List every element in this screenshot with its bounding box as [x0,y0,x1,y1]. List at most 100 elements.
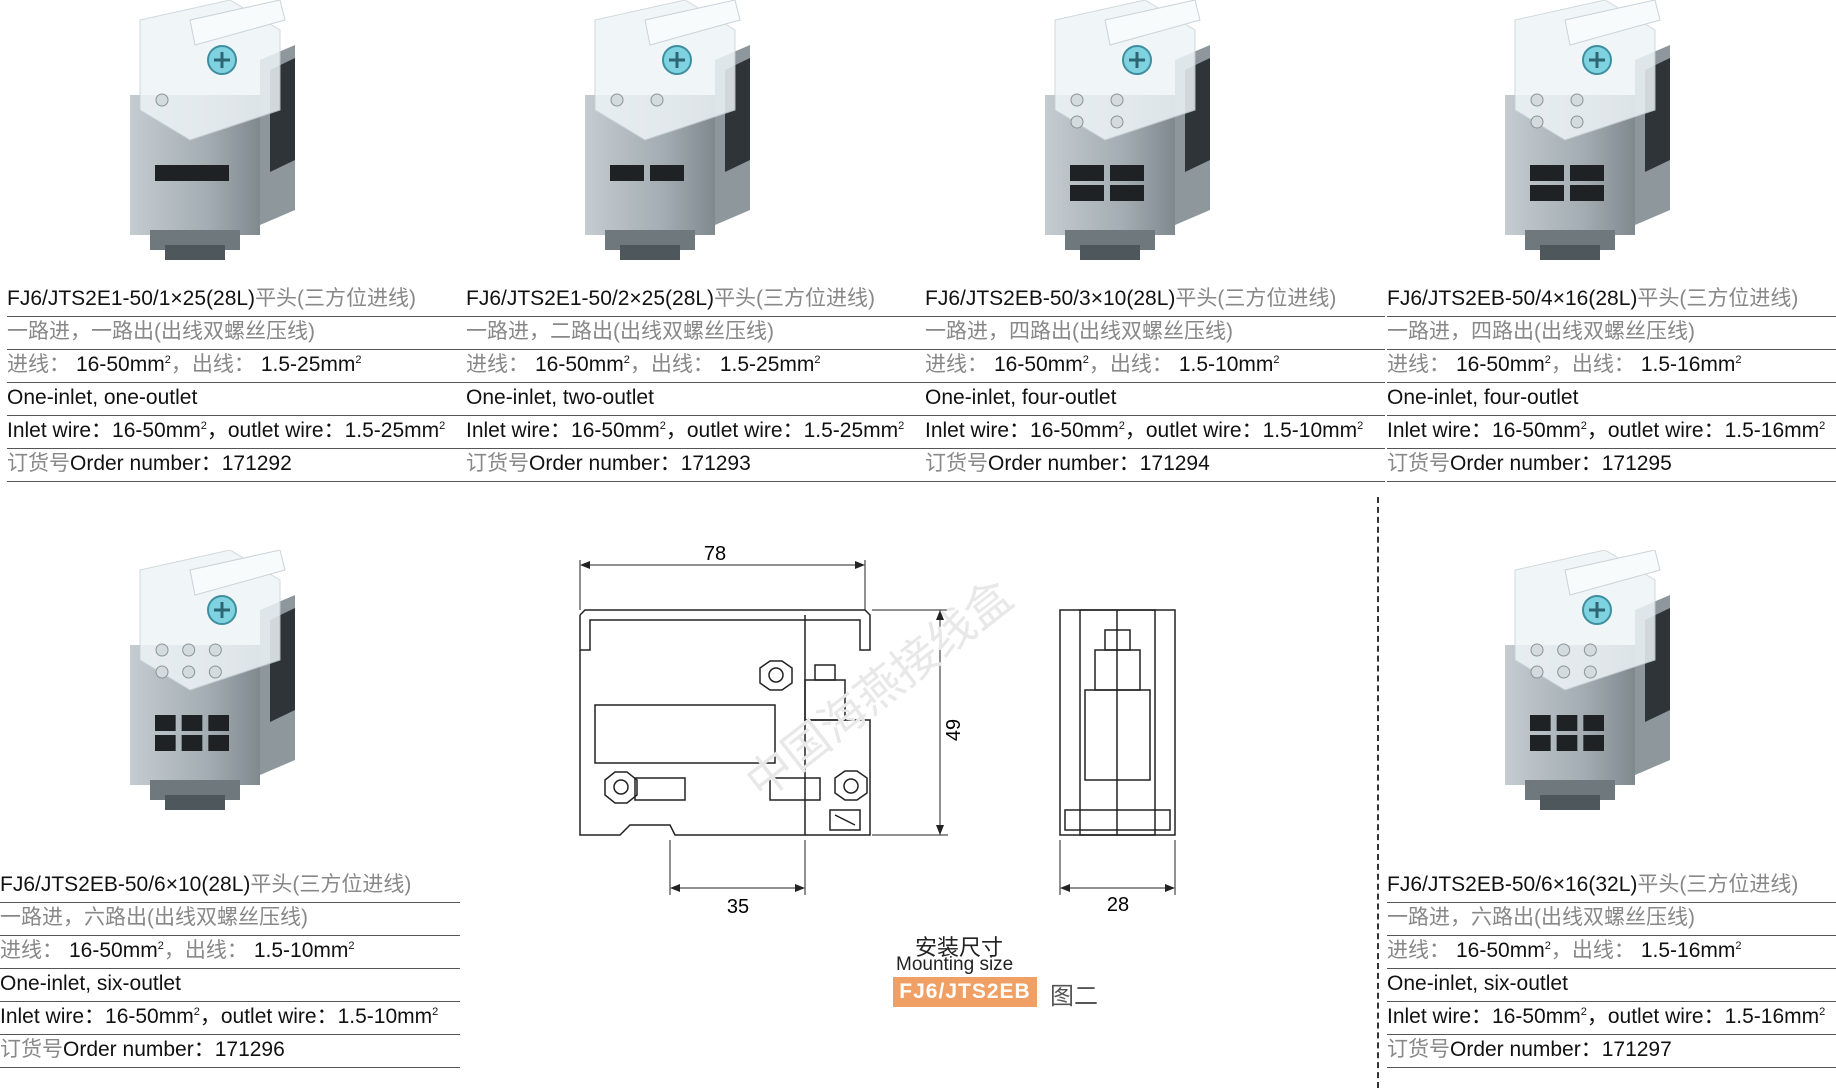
spec-wire-en: Inlet wire：16-50mm2，outlet wire：1.5-25mm… [466,416,926,449]
spec-title: FJ6/JTS2EB-50/4×16(28L)平头(三方位进线) [1387,284,1836,317]
spec-order: 订货号Order number：171294 [925,449,1385,482]
outlet-screw [1530,643,1544,657]
outlet-screw [208,643,222,657]
dim-width-label: 78 [704,543,726,565]
outlet-screw [1570,93,1584,107]
outlet-screw [155,93,169,107]
spec-title: FJ6/JTS2EB-50/6×10(28L)平头(三方位进线) [0,870,460,903]
spec-table: FJ6/JTS2EB-50/6×10(28L)平头(三方位进线) 一路进，六路出… [0,870,460,1068]
dim-height-label: 49 [943,719,965,741]
mounting-size-drawing: 78 49 35 28 [579,543,1176,918]
spec-desc-cn: 一路进，一路出(出线双螺丝压线) [7,317,467,350]
spec-title: FJ6/JTS2EB-50/3×10(28L)平头(三方位进线) [925,284,1385,317]
spec-wire-en: Inlet wire：16-50mm2，outlet wire：1.5-16mm… [1387,1002,1836,1035]
model-badge: FJ6/JTS2EB [893,977,1037,1007]
outlet-screw [1070,93,1084,107]
spec-wire-cn: 进线：16-50mm2，出线：1.5-10mm2 [925,350,1385,383]
outlet-hole [1110,185,1144,201]
spec-wire-en: Inlet wire：16-50mm2，outlet wire：1.5-16mm… [1387,416,1836,449]
spec-order: 订货号Order number：171296 [0,1035,460,1068]
outlet-screw [650,93,664,107]
outlet-screw [182,665,196,679]
terminal-block-photo [130,0,295,260]
spec-table: FJ6/JTS2EB-50/3×10(28L)平头(三方位进线) 一路进，四路出… [925,284,1385,482]
outlet-hole [208,735,229,751]
spec-order: 订货号Order number：171297 [1387,1035,1836,1068]
spec-desc-en: One-inlet, one-outlet [7,383,467,416]
spec-wire-cn: 进线：16-50mm2，出线：1.5-16mm2 [1387,936,1836,969]
dim-rail-label: 35 [727,896,749,918]
spec-desc-en: One-inlet, six-outlet [0,969,460,1002]
terminal-block-photo [130,550,295,810]
outlet-hole [1530,165,1564,181]
outlet-screw [1070,115,1084,129]
spec-title: FJ6/JTS2E1-50/1×25(28L)平头(三方位进线) [7,284,467,317]
outlet-hole [155,735,176,751]
spec-order: 订货号Order number：171292 [7,449,467,482]
outlet-hole [1570,185,1604,201]
outlet-screw [182,643,196,657]
spec-wire-en: Inlet wire：16-50mm2，outlet wire：1.5-25mm… [7,416,467,449]
spec-wire-cn: 进线：16-50mm2，出线：1.5-10mm2 [0,936,460,969]
terminal-block-photo [1505,550,1670,810]
spec-desc-cn: 一路进，二路出(出线双螺丝压线) [466,317,926,350]
spec-table: FJ6/JTS2EB-50/6×16(32L)平头(三方位进线) 一路进，六路出… [1387,870,1836,1068]
outlet-hole [1110,165,1144,181]
outlet-hole [208,715,229,731]
spec-table: FJ6/JTS2E1-50/1×25(28L)平头(三方位进线) 一路进，一路出… [7,284,467,482]
outlet-screw [1530,93,1544,107]
outlet-screw [1570,115,1584,129]
spec-wire-cn: 进线：16-50mm2，出线：1.5-16mm2 [1387,350,1836,383]
spec-order: 订货号Order number：171293 [466,449,926,482]
mounting-caption-cn: 安装尺寸 [915,935,1004,960]
outlet-screw [208,665,222,679]
spec-wire-cn: 进线：16-50mm2，出线：1.5-25mm2 [7,350,467,383]
spec-wire-en: Inlet wire：16-50mm2，outlet wire：1.5-10mm… [0,1002,460,1035]
dashed-divider [1377,497,1379,1088]
outlet-hole [1530,715,1551,731]
outlet-hole [1583,735,1604,751]
outlet-hole [155,165,229,181]
outlet-screw [1110,93,1124,107]
spec-desc-cn: 一路进，六路出(出线双螺丝压线) [0,903,460,936]
outlet-screw [610,93,624,107]
spec-desc-en: One-inlet, four-outlet [1387,383,1836,416]
outlet-hole [1583,715,1604,731]
outlet-hole [181,715,203,731]
spec-table: FJ6/JTS2E1-50/2×25(28L)平头(三方位进线) 一路进，二路出… [466,284,926,482]
spec-desc-en: One-inlet, six-outlet [1387,969,1836,1002]
outlet-hole [1570,165,1604,181]
outlet-hole [1556,715,1578,731]
outlet-hole [155,715,176,731]
spec-table: FJ6/JTS2EB-50/4×16(28L)平头(三方位进线) 一路进，四路出… [1387,284,1836,482]
outlet-hole [610,165,644,181]
outlet-hole [181,735,203,751]
terminal-block-photo [1505,0,1670,260]
spec-desc-cn: 一路进，四路出(出线双螺丝压线) [1387,317,1836,350]
outlet-hole [1556,735,1578,751]
spec-wire-en: Inlet wire：16-50mm2，outlet wire：1.5-10mm… [925,416,1385,449]
outlet-screw [1557,665,1571,679]
figure-label: 图二 [1050,983,1098,1010]
outlet-hole [650,165,684,181]
outlet-hole [1070,185,1104,201]
outlet-hole [1530,185,1564,201]
outlet-screw [155,643,169,657]
spec-desc-cn: 一路进，四路出(出线双螺丝压线) [925,317,1385,350]
outlet-screw [1583,665,1597,679]
outlet-screw [1583,643,1597,657]
spec-desc-en: One-inlet, four-outlet [925,383,1385,416]
spec-desc-cn: 一路进，六路出(出线双螺丝压线) [1387,903,1836,936]
outlet-screw [1530,665,1544,679]
outlet-hole [1530,735,1551,751]
outlet-hole [1070,165,1104,181]
outlet-screw [1110,115,1124,129]
spec-title: FJ6/JTS2E1-50/2×25(28L)平头(三方位进线) [466,284,926,317]
spec-desc-en: One-inlet, two-outlet [466,383,926,416]
mounting-caption-en: Mounting size [896,954,1014,975]
terminal-block-photo [585,0,750,260]
spec-title: FJ6/JTS2EB-50/6×16(32L)平头(三方位进线) [1387,870,1836,903]
outlet-screw [1530,115,1544,129]
spec-order: 订货号Order number：171295 [1387,449,1836,482]
terminal-block-photo [1045,0,1210,260]
